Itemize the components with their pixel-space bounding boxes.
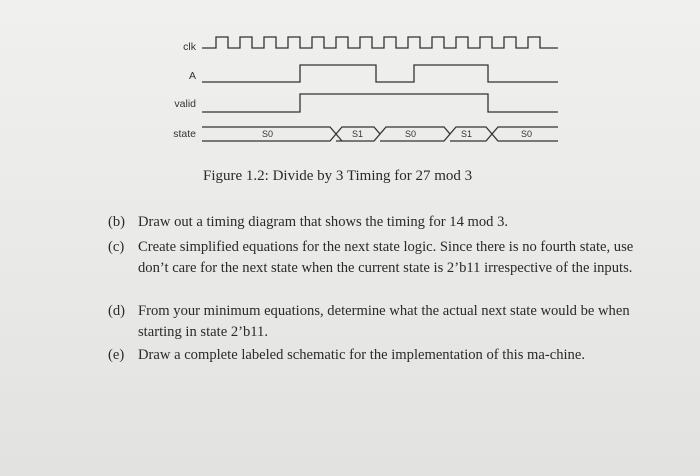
question-c-tag: (c): [108, 239, 125, 255]
state-label: state: [173, 128, 196, 140]
clk-label: clk: [183, 41, 196, 53]
clk-waveform: [202, 36, 558, 49]
question-b-tag: (b): [108, 214, 126, 230]
question-d-tag: (d): [108, 303, 126, 319]
question-d-text: From your minimum equations, determine w…: [138, 303, 630, 340]
figure-caption: Figure 1.2: Divide by 3 Timing for 27 mo…: [203, 168, 473, 184]
a-waveform: [202, 64, 558, 83]
valid-waveform: [202, 93, 558, 113]
state-s1-2: S1: [461, 129, 472, 139]
state-s1-1: S1: [352, 129, 363, 139]
question-d: (d) From your minimum equations, determi…: [108, 301, 638, 343]
question-e-tag: (e): [108, 347, 125, 363]
state-bus: [202, 126, 558, 142]
question-c-text: Create simplified equations for the next…: [138, 239, 634, 276]
question-b-text: Draw out a timing diagram that shows the…: [138, 214, 509, 230]
valid-label: valid: [174, 98, 196, 110]
question-e-text: Draw a complete labeled schematic for th…: [138, 347, 585, 363]
state-s0-3: S0: [521, 129, 532, 139]
state-s0-2: S0: [405, 129, 416, 139]
question-c: (c) Create simplified equations for the …: [108, 237, 638, 279]
question-b: (b) Draw out a timing diagram that shows…: [108, 212, 638, 233]
question-e: (e) Draw a complete labeled schematic fo…: [108, 345, 638, 366]
state-s0-1: S0: [262, 129, 273, 139]
a-label: A: [188, 70, 196, 82]
